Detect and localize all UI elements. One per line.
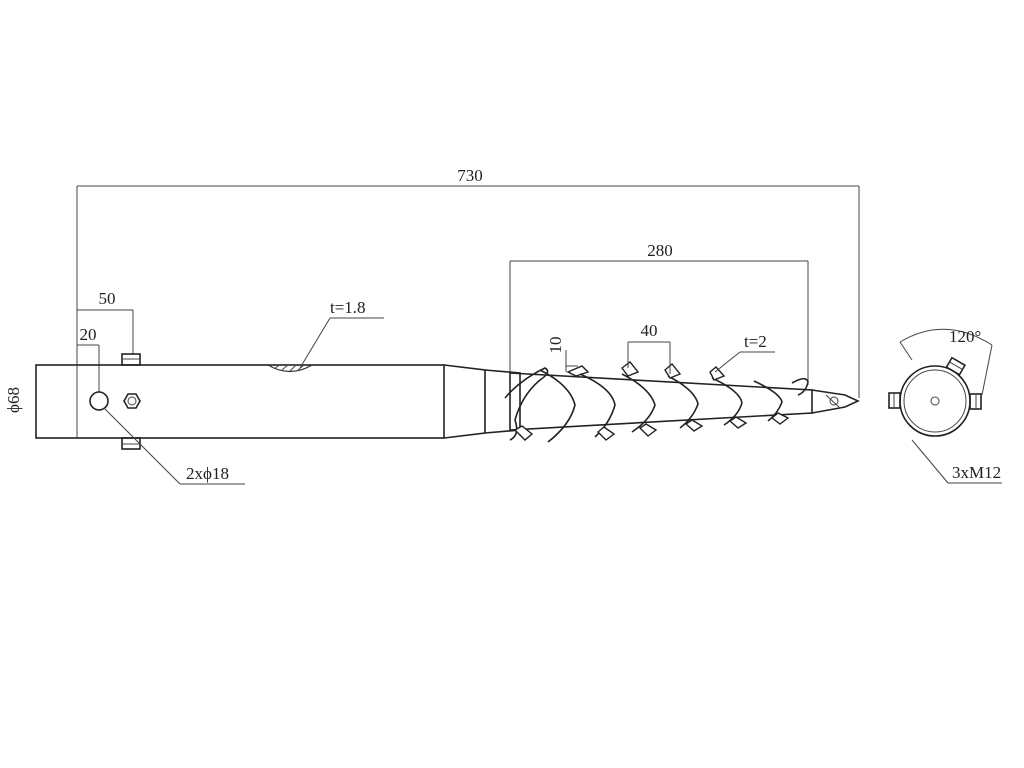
bolts-label: 3xM12 [952, 463, 1001, 482]
dimension-diameter: ϕ68 [4, 387, 23, 413]
flight-height-label: 10 [546, 337, 565, 354]
pitch-label: 40 [641, 321, 658, 340]
dimension-10: 10 [546, 337, 578, 372]
helix-flights [504, 361, 809, 443]
holes-label: 2xϕ18 [186, 464, 229, 483]
hole-offset-label: 20 [80, 325, 97, 344]
dimension-40: 40 [627, 321, 671, 374]
pipe-fittings [89, 353, 141, 450]
bolts-callout: 3xM12 [911, 439, 1002, 484]
diameter-label: ϕ68 [4, 387, 23, 413]
taper-section [443, 364, 521, 439]
hole-icon [89, 391, 109, 411]
angle-callout: 120° [899, 327, 993, 396]
wall-thickness-label: t=1.8 [330, 298, 366, 317]
dimension-730: 730 [76, 166, 860, 398]
flight-thickness-callout: t=2 [714, 332, 775, 373]
dimension-20: 20 [77, 325, 100, 392]
flight-thickness-label: t=2 [744, 332, 767, 351]
hex-nut-icon [123, 393, 141, 409]
dimension-50: 50 [77, 289, 134, 354]
end-view [888, 356, 982, 437]
angle-label: 120° [949, 327, 981, 346]
screw-core [509, 372, 860, 431]
pipe-body [35, 364, 445, 439]
holes-callout: 2xϕ18 [103, 407, 245, 485]
overall-length-label: 730 [457, 166, 483, 185]
top-offset-label: 50 [99, 289, 116, 308]
helix-length-label: 280 [647, 241, 673, 260]
dimension-280: 280 [509, 241, 809, 405]
wall-thickness-callout: t=1.8 [299, 298, 384, 369]
